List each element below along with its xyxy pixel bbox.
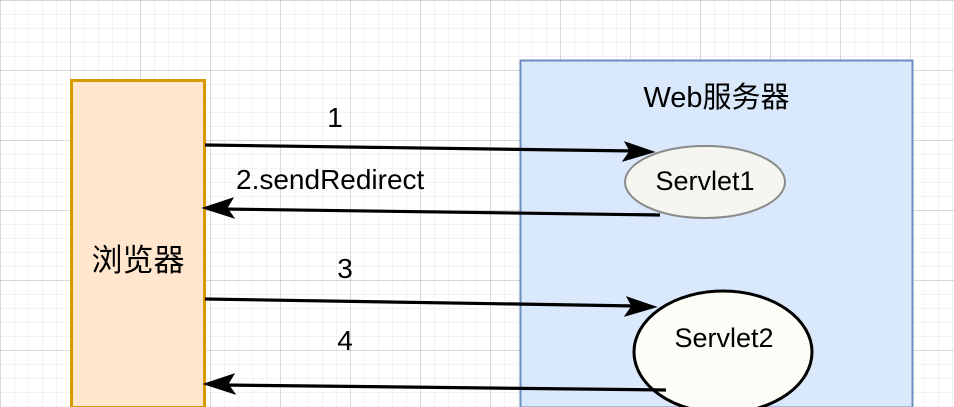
servlet2-ellipse[interactable] xyxy=(632,289,814,407)
edge-label-4: 4 xyxy=(337,325,353,356)
servlet1-ellipse[interactable] xyxy=(624,145,786,219)
edge-label-3: 3 xyxy=(337,253,353,284)
edge-label-2-sendredirect: 2.sendRedirect xyxy=(236,164,425,195)
edge-label-1: 1 xyxy=(327,102,343,133)
servlet1-label: Servlet1 xyxy=(655,166,755,196)
edge-2-arrow[interactable] xyxy=(201,197,661,219)
browser-box[interactable] xyxy=(70,79,206,407)
servlet2-label: Servlet2 xyxy=(674,323,774,353)
edge-1-arrow[interactable] xyxy=(204,141,656,162)
browser-label: 浏览器 xyxy=(91,243,185,278)
edge-3-arrow[interactable] xyxy=(204,296,658,317)
webserver-title: Web服务器 xyxy=(643,82,790,114)
edge-4-arrow[interactable] xyxy=(202,373,667,395)
